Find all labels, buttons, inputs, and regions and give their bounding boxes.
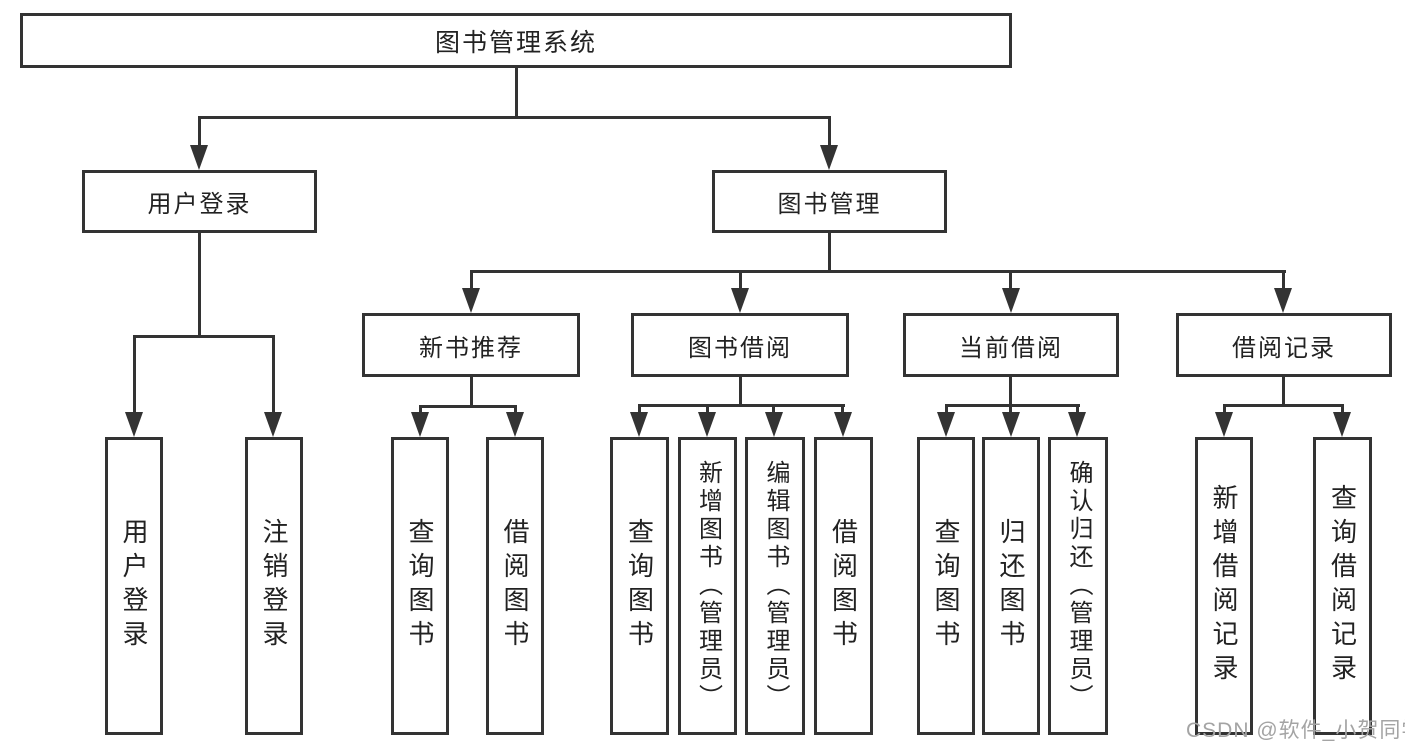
leaf-query-book-1: 查询图书 bbox=[391, 437, 449, 735]
node-new-book-recommend-label: 新书推荐 bbox=[419, 334, 523, 362]
connector-line bbox=[638, 404, 641, 415]
leaf-borrow-book-2: 借阅图书 bbox=[814, 437, 873, 735]
connector-line bbox=[470, 377, 473, 408]
node-borrow-records-label: 借阅记录 bbox=[1232, 334, 1336, 362]
connector-line bbox=[272, 335, 275, 415]
leaf-query-book-3-label: 查询图书 bbox=[931, 518, 961, 654]
leaf-query-book-3: 查询图书 bbox=[917, 437, 975, 735]
connector-line bbox=[706, 404, 709, 415]
leaf-add-borrow-record-label: 新增借阅记录 bbox=[1209, 484, 1239, 688]
arrow-down-icon bbox=[264, 412, 282, 437]
node-current-borrow: 当前借阅 bbox=[903, 313, 1119, 377]
node-new-book-recommend: 新书推荐 bbox=[362, 313, 580, 377]
arrow-down-icon bbox=[506, 412, 524, 437]
leaf-user-login: 用户登录 bbox=[105, 437, 163, 735]
arrow-down-icon bbox=[1215, 412, 1233, 437]
node-borrow-records: 借阅记录 bbox=[1176, 313, 1392, 377]
connector-line bbox=[198, 116, 201, 148]
arrow-down-icon bbox=[1002, 288, 1020, 313]
node-user-login-label: 用户登录 bbox=[147, 191, 252, 218]
arrow-down-icon bbox=[1274, 288, 1292, 313]
leaf-user-login-label: 用户登录 bbox=[119, 518, 149, 654]
arrow-down-icon bbox=[834, 412, 852, 437]
node-user-login: 用户登录 bbox=[82, 170, 317, 233]
connector-line bbox=[739, 377, 742, 407]
connector-line bbox=[638, 404, 845, 407]
leaf-add-book-admin-label: 新增图书（管理员） bbox=[694, 460, 722, 712]
leaf-query-borrow-record-label: 查询借阅记录 bbox=[1327, 484, 1358, 688]
leaf-edit-book-admin-label: 编辑图书（管理员） bbox=[762, 460, 789, 712]
connector-line bbox=[1009, 404, 1012, 415]
node-root: 图书管理系统 bbox=[20, 13, 1012, 68]
leaf-query-book-2-label: 查询图书 bbox=[624, 518, 655, 654]
watermark: CSDN @软件_小贺同学 bbox=[1186, 719, 1405, 742]
leaf-borrow-book-1: 借阅图书 bbox=[486, 437, 544, 735]
leaf-borrow-book-1-label: 借阅图书 bbox=[500, 518, 530, 654]
leaf-confirm-return-admin-label: 确认归还（管理员） bbox=[1065, 460, 1092, 712]
leaf-return-book-label: 归还图书 bbox=[996, 518, 1026, 654]
connector-line bbox=[1076, 404, 1079, 415]
connector-line bbox=[945, 404, 948, 415]
node-root-label: 图书管理系统 bbox=[434, 28, 597, 57]
connector-line bbox=[515, 68, 518, 119]
node-book-management-label: 图书管理 bbox=[777, 191, 882, 218]
leaf-query-book-2: 查询图书 bbox=[610, 437, 669, 735]
connector-line bbox=[133, 335, 136, 415]
arrow-down-icon bbox=[765, 412, 783, 437]
connector-line bbox=[514, 405, 517, 415]
leaf-query-book-1-label: 查询图书 bbox=[405, 518, 435, 654]
connector-line bbox=[419, 405, 422, 415]
connector-line bbox=[828, 116, 831, 148]
connector-line bbox=[198, 116, 831, 119]
connector-line bbox=[1223, 404, 1344, 407]
leaf-query-borrow-record: 查询借阅记录 bbox=[1313, 437, 1372, 735]
arrow-down-icon bbox=[1068, 412, 1086, 437]
arrow-down-icon bbox=[190, 145, 208, 170]
connector-line bbox=[133, 335, 275, 338]
node-book-borrow-label: 图书借阅 bbox=[688, 334, 792, 362]
arrow-down-icon bbox=[125, 412, 143, 437]
connector-line bbox=[739, 270, 742, 290]
connector-line bbox=[1009, 270, 1012, 290]
connector-line bbox=[470, 270, 1286, 273]
node-current-borrow-label: 当前借阅 bbox=[959, 334, 1063, 362]
connector-line bbox=[828, 233, 831, 273]
connector-line bbox=[945, 404, 1080, 407]
connector-line bbox=[1341, 404, 1344, 415]
connector-line bbox=[470, 270, 473, 290]
connector-line bbox=[841, 404, 844, 415]
leaf-logout-label: 注销登录 bbox=[259, 518, 289, 654]
connector-line bbox=[1282, 270, 1285, 290]
node-book-management: 图书管理 bbox=[712, 170, 947, 233]
arrow-down-icon bbox=[630, 412, 648, 437]
connector-line bbox=[1223, 404, 1226, 415]
leaf-return-book: 归还图书 bbox=[982, 437, 1040, 735]
leaf-logout: 注销登录 bbox=[245, 437, 303, 735]
connector-line bbox=[1009, 377, 1012, 407]
node-book-borrow: 图书借阅 bbox=[631, 313, 849, 377]
arrow-down-icon bbox=[1333, 412, 1351, 437]
connector-line bbox=[772, 404, 775, 415]
arrow-down-icon bbox=[1002, 412, 1020, 437]
leaf-add-book-admin: 新增图书（管理员） bbox=[678, 437, 737, 735]
leaf-edit-book-admin: 编辑图书（管理员） bbox=[745, 437, 805, 735]
leaf-add-borrow-record: 新增借阅记录 bbox=[1195, 437, 1253, 735]
connector-line bbox=[198, 233, 201, 337]
arrow-down-icon bbox=[820, 145, 838, 170]
arrow-down-icon bbox=[411, 412, 429, 437]
arrow-down-icon bbox=[731, 288, 749, 313]
leaf-confirm-return-admin: 确认归还（管理员） bbox=[1048, 437, 1108, 735]
connector-line bbox=[419, 405, 517, 408]
connector-line bbox=[1282, 377, 1285, 407]
leaf-borrow-book-2-label: 借阅图书 bbox=[828, 518, 859, 654]
arrow-down-icon bbox=[937, 412, 955, 437]
arrow-down-icon bbox=[698, 412, 716, 437]
arrow-down-icon bbox=[462, 288, 480, 313]
